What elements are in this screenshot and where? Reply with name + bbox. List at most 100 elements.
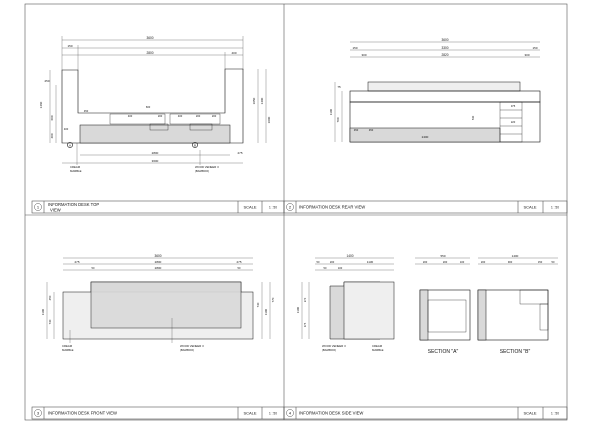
rear-top-cap	[367, 81, 521, 92]
panel-3-scale-label: SCALE	[243, 411, 256, 416]
front-dim-overall: 3600	[154, 254, 161, 258]
rear-inner-5: 375	[511, 104, 516, 108]
side-material-right-2: MARBLE	[372, 348, 384, 352]
top-dim-right-1: 1050	[252, 97, 256, 104]
top-material-left-1: CREAM	[70, 165, 81, 169]
front-dim-3: 2800	[155, 260, 162, 264]
panel-1-scale-value: 1 : 50	[269, 206, 277, 210]
panel-3-title: INFORMATION DESK FRONT VIEW	[48, 411, 117, 416]
top-dim-bottom-2: 3600	[152, 159, 159, 163]
top-dim-left-3: 600	[50, 115, 54, 120]
rear-view-drawing: 3600 150 3300 150 300 2820 300 1100 700 …	[329, 38, 541, 143]
top-inner-dim-1: 450	[84, 109, 89, 113]
top-dim-bottom-3: 275	[237, 151, 242, 155]
top-material-right-2: (BAMBOO)	[195, 169, 209, 173]
rear-inner-1: 450	[354, 128, 359, 132]
rear-upper-body	[349, 90, 541, 103]
panel-1-scale-label: SCALE	[243, 205, 256, 210]
top-dim-bottom-1: 2800	[152, 151, 159, 155]
panel-3-number: 3	[37, 411, 40, 416]
section-b-dim-3: 900	[508, 260, 513, 264]
rear-dim-left-1: 1100	[329, 108, 333, 115]
front-dim-right-1: 730	[256, 302, 260, 307]
top-dim-left: 150	[67, 44, 72, 48]
counter-top	[79, 124, 231, 144]
side-dim-2: 50	[317, 260, 320, 264]
front-dim-4: 275	[236, 260, 241, 264]
panel-1-title-line2: VIEW	[50, 208, 61, 213]
rear-dim-5: 300	[361, 53, 366, 57]
front-view-drawing: 3600 275 2800 275 50 2800 50 1100 450 73…	[41, 254, 275, 352]
rear-inner-6: 220	[511, 120, 516, 124]
panel-1-number: 1	[37, 205, 40, 210]
side-dim-4: 1130	[367, 260, 374, 264]
top-material-left-2: MARBLE	[70, 169, 82, 173]
top-dim-inner: 2800	[146, 51, 153, 55]
top-dim-right: 400	[231, 51, 236, 55]
side-dim-5: 50	[324, 266, 327, 270]
top-inner-dim-8: 400	[64, 127, 69, 131]
rear-inner-2: 450	[369, 128, 374, 132]
side-dim-overall: 1400	[346, 254, 353, 258]
rear-inner-3: 2400	[422, 135, 429, 139]
top-dim-left-2: 1460	[39, 101, 43, 108]
top-dim-overall: 3600	[146, 36, 153, 40]
rear-dim-7: 300	[524, 53, 529, 57]
panel-4-scale-label: SCALE	[523, 411, 536, 416]
side-view-drawing: 1400 50 200 1130 50 100 1100 270 375 WOO…	[296, 254, 558, 355]
top-inner-dim-7: 600	[146, 105, 151, 109]
side-dim-left-1: 1100	[296, 306, 300, 313]
rear-dim-6: 2820	[441, 53, 448, 57]
section-b-dim-5: 50	[552, 260, 555, 264]
rear-dim-4: 150	[532, 46, 537, 50]
rear-dim-2: 150	[352, 46, 357, 50]
top-material-right-1: WOOD VENEER 3	[195, 165, 219, 169]
section-b-dim-1: 1400	[512, 254, 519, 258]
front-dim-right-3: 770	[271, 297, 275, 302]
front-dim-5: 50	[92, 266, 95, 270]
panel-3-scale-value: 1 : 50	[269, 412, 277, 416]
top-inner-dim-4: 400	[178, 114, 183, 118]
section-b-box	[477, 289, 549, 341]
side-dim-6: 100	[338, 266, 343, 270]
top-dim-right-3: 1000	[267, 116, 271, 123]
rear-inner-4: 540	[471, 115, 475, 120]
front-material-left-1: CREAM	[62, 344, 73, 348]
section-a-title: SECTION "A"	[428, 349, 459, 355]
rear-dim-left-2: 700	[336, 117, 340, 122]
section-b-title: SECTION "B"	[500, 349, 531, 355]
panel-2-number: 2	[289, 205, 292, 210]
front-dim-6: 2800	[155, 266, 162, 270]
title-bar-1: 1 INFORMATION DESK TOP VIEW SCALE 1 : 50	[31, 200, 285, 214]
side-material-left-1: WOOD VENEER 3	[322, 344, 346, 348]
front-material-right-2: (BAMBOO)	[180, 348, 194, 352]
section-a-dim-4: 100	[460, 260, 465, 264]
front-dim-left-3: 730	[48, 319, 52, 324]
side-material-right-1: CREAM	[372, 344, 383, 348]
section-a-dim-1: 550	[440, 254, 445, 258]
rear-dim-left-3: 75	[337, 85, 341, 89]
section-b-dim-4: 150	[538, 260, 543, 264]
title-bar-3: 3 INFORMATION DESK FRONT VIEW SCALE 1 : …	[31, 406, 285, 420]
section-marker-b	[192, 142, 198, 148]
panel-2-scale-value: 1 : 50	[551, 206, 559, 210]
title-bar-4: 4 INFORMATION DESK SIDE VIEW SCALE 1 : 5…	[283, 406, 568, 420]
top-dim-left-1: 250	[44, 79, 49, 83]
section-b-dim-2: 200	[481, 260, 486, 264]
side-dim-left-3: 375	[303, 322, 307, 327]
panel-1-title: INFORMATION DESK TOP	[48, 202, 99, 207]
panel-4-title: INFORMATION DESK SIDE VIEW	[299, 411, 363, 416]
front-material-right-1: WOOD VENEER 3	[180, 344, 204, 348]
panel-4-number: 4	[289, 411, 292, 416]
top-inner-dim-2: 400	[128, 114, 133, 118]
marker-a-label: A	[69, 143, 71, 147]
side-dim-3: 200	[330, 260, 335, 264]
rear-dim-3: 3300	[441, 46, 448, 50]
front-dim-2: 275	[74, 260, 79, 264]
panel-2-scale-label: SCALE	[523, 205, 536, 210]
top-dim-right-2: 1400	[260, 97, 264, 104]
front-dim-left-2: 450	[48, 295, 52, 300]
top-inner-dim-5: 200	[196, 114, 201, 118]
marker-b-label: B	[194, 143, 196, 147]
